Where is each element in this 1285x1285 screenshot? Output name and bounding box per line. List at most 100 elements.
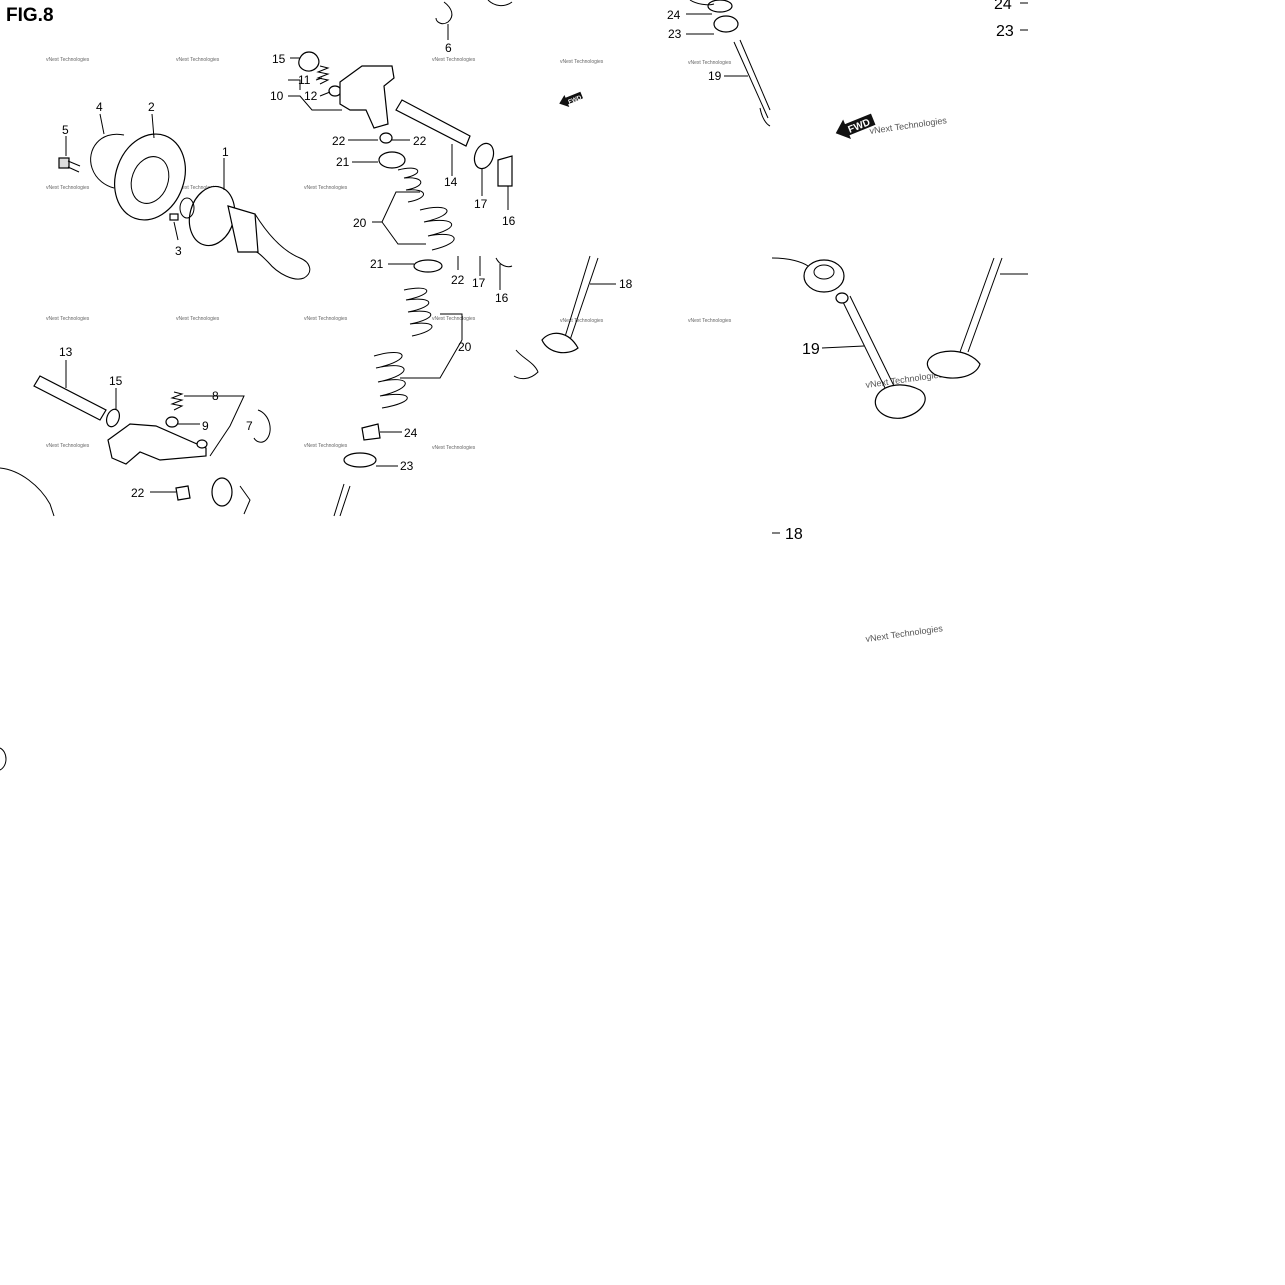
watermark-text: vNext Technologies — [176, 185, 220, 191]
part-label-22: 22 — [332, 134, 346, 148]
part-label-4: 4 — [96, 100, 103, 114]
fwd-arrow-large: FWD — [835, 113, 876, 139]
rocker-shaft-part-2 — [33, 375, 107, 421]
part-label-16: 16 — [502, 214, 516, 228]
o-ring-part-3 — [211, 477, 233, 507]
part-label-24: 24 — [404, 426, 418, 440]
lock-nut-part-2 — [165, 416, 179, 428]
part-label-23: 23 — [996, 23, 1014, 40]
right-panel-drawings — [689, 0, 1028, 419]
o-ring-part-2 — [105, 408, 121, 428]
rocker-arm-part-2 — [107, 423, 207, 465]
outer-spring-part — [419, 206, 455, 251]
part-label-23: 23 — [668, 27, 682, 41]
watermark-text: vNext Technologies — [176, 316, 220, 322]
part-label-24: 24 — [994, 0, 1012, 13]
watermark-text: vNext Technologies — [688, 60, 732, 66]
watermark-text: vNext Technologies — [46, 57, 90, 63]
part-label-22: 22 — [131, 486, 145, 500]
part-label-1: 1 — [222, 145, 229, 159]
part-label-20: 20 — [458, 340, 472, 354]
part-label-24: 24 — [667, 8, 681, 22]
adjuster-spring-part-2 — [170, 391, 184, 411]
edge-fragment-part — [0, 747, 7, 771]
watermark-text: vNext Technologies — [432, 316, 476, 322]
part-label-19: 19 — [802, 341, 820, 358]
part-label-2: 2 — [148, 100, 155, 114]
part-label-22: 22 — [451, 273, 465, 287]
sprocket-part — [114, 133, 186, 221]
plug-part — [497, 155, 513, 187]
part-label-18: 18 — [785, 526, 803, 543]
watermark-text: vNext Technologies — [46, 185, 90, 191]
part-label-22: 22 — [413, 134, 427, 148]
pin-part — [169, 213, 179, 221]
valve-stem-part-4 — [841, 295, 895, 391]
arrow-left-icon — [835, 113, 876, 139]
watermark-text: vNext Technologies — [46, 443, 90, 449]
part-label-10: 10 — [270, 89, 284, 103]
intake-valve-head-part — [874, 384, 926, 419]
watermark-text: vNext Technologies — [432, 57, 476, 63]
part-label-11: 11 — [298, 73, 311, 87]
part-labels: 1 2 3 4 5 6 7 8 9 10 11 12 13 14 15 15 1… — [59, 0, 1014, 543]
figure-title: FIG.8 — [6, 5, 54, 26]
part-label-5: 5 — [62, 123, 69, 137]
valve-guide-part — [803, 259, 845, 293]
rocker-shaft-part — [395, 99, 471, 147]
watermark-text: vNext Technologies — [560, 59, 604, 65]
part-label-17: 17 — [474, 197, 488, 211]
part-label-14: 14 — [444, 175, 458, 189]
shaft-o-ring-part — [473, 142, 495, 170]
watermark-text: vNext Technologies — [304, 185, 348, 191]
part-label-15: 15 — [109, 374, 123, 388]
spring-edge-part — [689, 0, 715, 6]
arrow-left-icon — [559, 91, 583, 108]
watermark-text: vNext Technologies — [176, 57, 220, 63]
part-label-21: 21 — [370, 257, 384, 271]
part-label-13: 13 — [59, 345, 73, 359]
valve-cotter-part-2 — [175, 485, 191, 501]
part-label-3: 3 — [175, 244, 182, 258]
adjuster-spring-part — [316, 65, 330, 85]
fwd-label: FWD — [568, 95, 584, 106]
snap-ring-part — [90, 133, 125, 189]
valve-stem-part-2 — [333, 483, 351, 517]
valve-cotter-part — [379, 132, 393, 144]
exhaust-valve-head-part — [926, 350, 981, 379]
watermark-text: vNext Technologies — [869, 115, 948, 136]
valve-head-part-3 — [759, 107, 771, 127]
valve-stem-part — [563, 255, 599, 341]
part-label-7: 7 — [246, 419, 253, 433]
clip-part — [435, 1, 453, 25]
part-label-23: 23 — [400, 459, 414, 473]
part-label-18: 18 — [619, 277, 633, 291]
camshaft-part — [179, 185, 311, 280]
stem-seal-part — [361, 423, 381, 441]
valve-stem-part-3 — [733, 39, 771, 119]
part-label-12: 12 — [304, 89, 318, 103]
watermark-text: vNext Technologies — [304, 316, 348, 322]
plug-edge-part — [495, 257, 513, 268]
part-label-20: 20 — [353, 216, 367, 230]
spring-seat-part — [413, 259, 443, 273]
cover-edge-part-2 — [253, 409, 271, 443]
inner-spring-part-2 — [403, 287, 433, 337]
valve-head-part — [541, 332, 579, 354]
lock-nut-part — [328, 85, 342, 97]
valve-head-edge-part — [513, 349, 539, 380]
part-label-15: 15 — [272, 52, 286, 66]
part-label-16: 16 — [495, 291, 509, 305]
bolt-part — [58, 157, 81, 173]
part-label-21: 21 — [336, 155, 350, 169]
watermark-text: vNext Technologies — [865, 623, 944, 644]
part-drawings — [0, 0, 599, 771]
camshaft-part-2 — [0, 467, 55, 517]
plug-part-2 — [239, 485, 251, 515]
fwd-label: FWD — [847, 117, 872, 136]
stem-seal-part-3 — [707, 0, 733, 13]
exhaust-valve-stem-part — [959, 257, 1003, 353]
cylinder-head-edge-part — [771, 257, 809, 267]
o-ring-part — [298, 51, 320, 72]
